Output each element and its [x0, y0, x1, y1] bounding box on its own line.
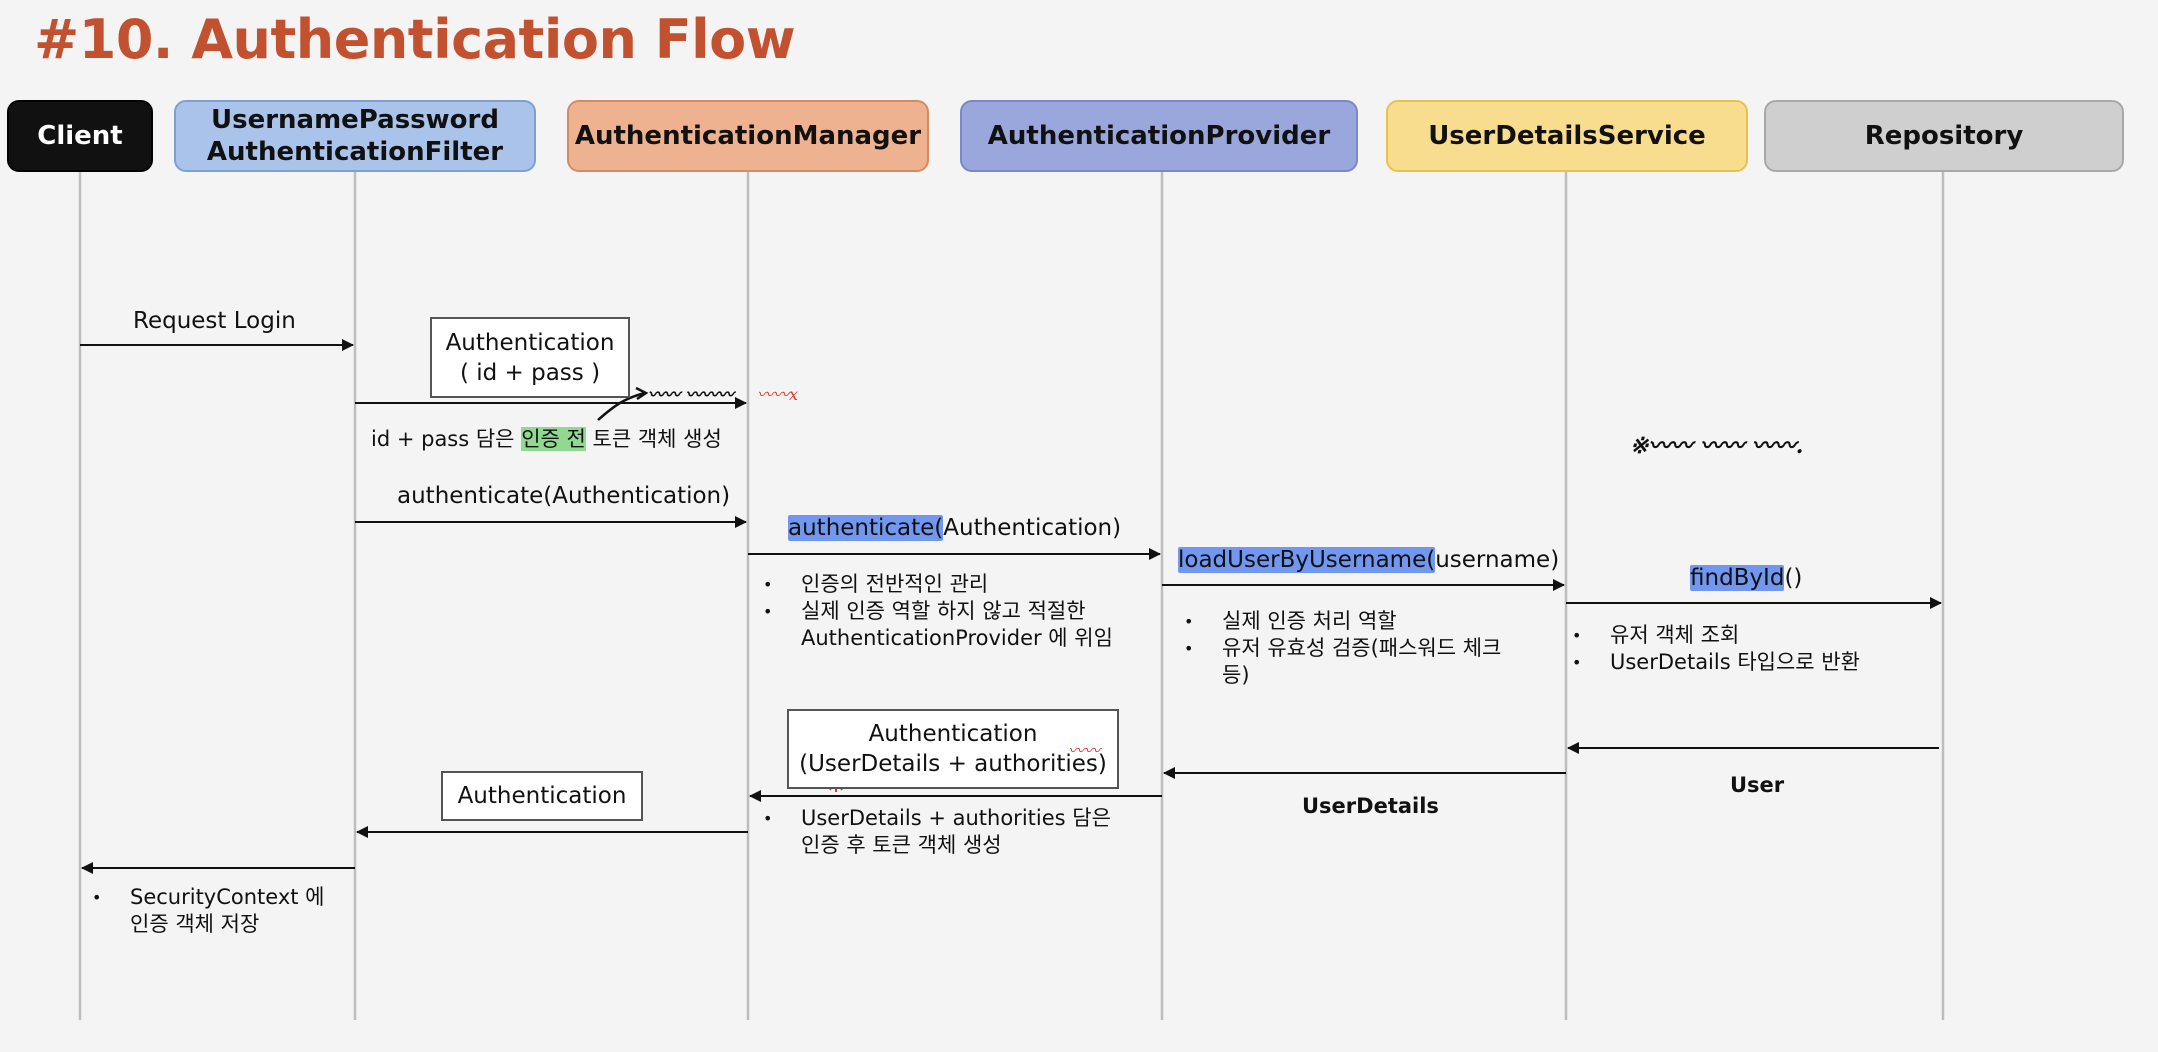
participant-client: Client — [7, 100, 153, 172]
note-provider: 실제 인증 처리 역할 유저 유효성 검증(패스워드 체크 등) — [1184, 608, 1564, 689]
note-item: UserDetails 타입으로 반환 — [1572, 649, 1932, 676]
participant-filter: UsernamePassword AuthenticationFilter — [174, 100, 536, 172]
participant-provider: AuthenticationProvider — [960, 100, 1358, 172]
highlight-load-user: loadUserByUsername( — [1178, 547, 1436, 573]
box-line-2: (UserDetails + authorities) — [799, 751, 1107, 777]
label-user: User — [1730, 773, 1785, 797]
label-find-by-id: findById() — [1690, 565, 1803, 591]
handwritten-arrow — [597, 391, 646, 421]
label-userdetails: UserDetails — [1302, 794, 1439, 818]
label-request-login: Request Login — [133, 308, 296, 334]
note-result: UserDetails + authorities 담은 인증 후 토큰 객체 … — [763, 805, 1143, 859]
handwriting-scribble-note: ※〰〰 〰〰 〰〰. — [1630, 433, 1804, 459]
note-item: 인증의 전반적인 관리 — [763, 571, 1143, 598]
handwriting-scribble-red: 〰〰x — [757, 385, 799, 404]
handwriting-scribble-authorities: 〰〰 — [1068, 741, 1101, 760]
box-line-1: Authentication — [868, 721, 1038, 747]
highlight-before-auth: 인증 전 — [521, 427, 586, 451]
note-service: 유저 객체 조회 UserDetails 타입으로 반환 — [1572, 622, 1932, 676]
box-authentication-result: Authentication (UserDetails + authoritie… — [787, 709, 1119, 789]
label-filter-authenticate: authenticate(Authentication) — [397, 483, 731, 509]
highlight-authenticate: authenticate( — [788, 515, 944, 541]
box-line-1: Authentication — [445, 329, 615, 356]
label-load-user: loadUserByUsername(username) — [1178, 547, 1560, 573]
page-title: #10. Authentication Flow — [34, 8, 796, 71]
note-item: 유저 유효성 검증(패스워드 체크 등) — [1184, 635, 1564, 689]
note-item: 실제 인증 역할 하지 않고 적절한 AuthenticationProvide… — [763, 598, 1143, 652]
handwriting-scribble-black: 〰〰 〰〰〰 — [648, 385, 734, 404]
note-item: 유저 객체 조회 — [1572, 622, 1932, 649]
note-manager: 인증의 전반적인 관리 실제 인증 역할 하지 않고 적절한 Authentic… — [763, 571, 1143, 652]
participant-service: UserDetailsService — [1386, 100, 1748, 172]
label-create-token: id + pass 담은 인증 전 토큰 객체 생성 — [371, 427, 722, 451]
note-item: 실제 인증 처리 역할 — [1184, 608, 1564, 635]
highlight-find-by-id: findById — [1690, 565, 1785, 591]
note-item: SecurityContext 에 인증 객체 저장 — [92, 884, 392, 938]
participant-repository: Repository — [1764, 100, 2124, 172]
note-client: SecurityContext 에 인증 객체 저장 — [92, 884, 392, 938]
box-authentication-return: Authentication — [441, 771, 643, 821]
box-authentication-id-pass: Authentication ( id + pass ) — [430, 317, 630, 398]
participant-manager: AuthenticationManager — [567, 100, 929, 172]
lifelines — [78, 172, 1945, 1020]
note-item: UserDetails + authorities 담은 인증 후 토큰 객체 … — [763, 805, 1143, 859]
box-line-2: ( id + pass ) — [459, 359, 601, 386]
label-manager-authenticate: authenticate(Authentication) — [788, 515, 1122, 541]
